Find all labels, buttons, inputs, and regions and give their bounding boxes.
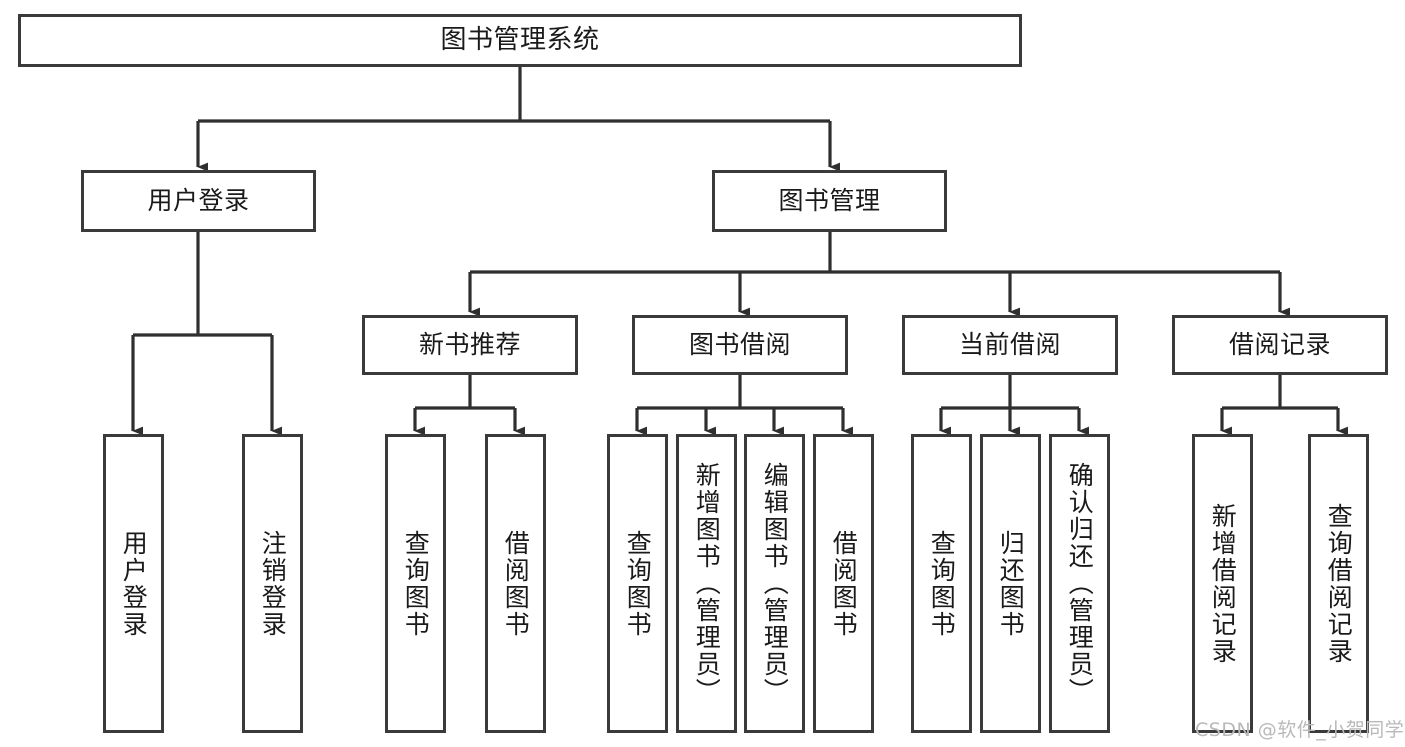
node-current-borrow[interactable]: 当前借阅: [902, 315, 1118, 375]
node-leaf-query-book-2[interactable]: 查询图书: [607, 434, 668, 733]
node-leaf-borrow-book-1[interactable]: 借阅图书: [485, 434, 546, 733]
node-label: 借阅图书: [829, 529, 859, 638]
node-leaf-query-record[interactable]: 查询借阅记录: [1308, 434, 1369, 733]
node-new-book-recommend[interactable]: 新书推荐: [362, 315, 578, 375]
node-borrow-record[interactable]: 借阅记录: [1172, 315, 1388, 375]
node-label: 编辑图书（管理员）: [760, 462, 790, 705]
node-label: 用户登录: [119, 529, 149, 638]
node-leaf-borrow-book-2[interactable]: 借阅图书: [813, 434, 874, 733]
node-label: 查询图书: [401, 529, 431, 638]
node-book-manage[interactable]: 图书管理: [712, 170, 947, 232]
node-book-borrow[interactable]: 图书借阅: [632, 315, 848, 375]
node-label: 新增借阅记录: [1208, 502, 1238, 665]
node-leaf-add-book[interactable]: 新增图书（管理员）: [676, 434, 737, 733]
node-label: 归还图书: [996, 529, 1026, 638]
node-leaf-return-book[interactable]: 归还图书: [980, 434, 1041, 733]
node-leaf-add-record[interactable]: 新增借阅记录: [1192, 434, 1253, 733]
node-label: 查询借阅记录: [1324, 502, 1354, 665]
node-label: 图书借阅: [688, 330, 791, 359]
node-user-login[interactable]: 用户登录: [81, 170, 316, 232]
node-leaf-query-book-3[interactable]: 查询图书: [911, 434, 972, 733]
node-leaf-query-book-1[interactable]: 查询图书: [385, 434, 446, 733]
node-leaf-edit-book[interactable]: 编辑图书（管理员）: [744, 434, 805, 733]
node-label: 图书管理: [778, 186, 881, 215]
node-label: 当前借阅: [958, 330, 1061, 359]
node-leaf-user-login[interactable]: 用户登录: [103, 434, 164, 733]
node-label: 新增图书（管理员）: [692, 462, 722, 705]
node-label: 确认归还（管理员）: [1065, 462, 1095, 705]
node-label: 查询图书: [623, 529, 653, 638]
csdn-watermark: CSDN @软件_小贺同学: [1195, 719, 1405, 741]
node-root-library-system[interactable]: 图书管理系统: [18, 14, 1022, 67]
node-label: 查询图书: [927, 529, 957, 638]
node-label: 借阅图书: [501, 529, 531, 638]
node-leaf-confirm-return[interactable]: 确认归还（管理员）: [1049, 434, 1110, 733]
node-label: 新书推荐: [418, 330, 521, 359]
node-label: 图书管理系统: [440, 24, 600, 55]
node-label: 注销登录: [258, 529, 288, 638]
node-label: 借阅记录: [1228, 330, 1331, 359]
node-label: 用户登录: [147, 186, 250, 215]
node-leaf-logout-login[interactable]: 注销登录: [242, 434, 303, 733]
